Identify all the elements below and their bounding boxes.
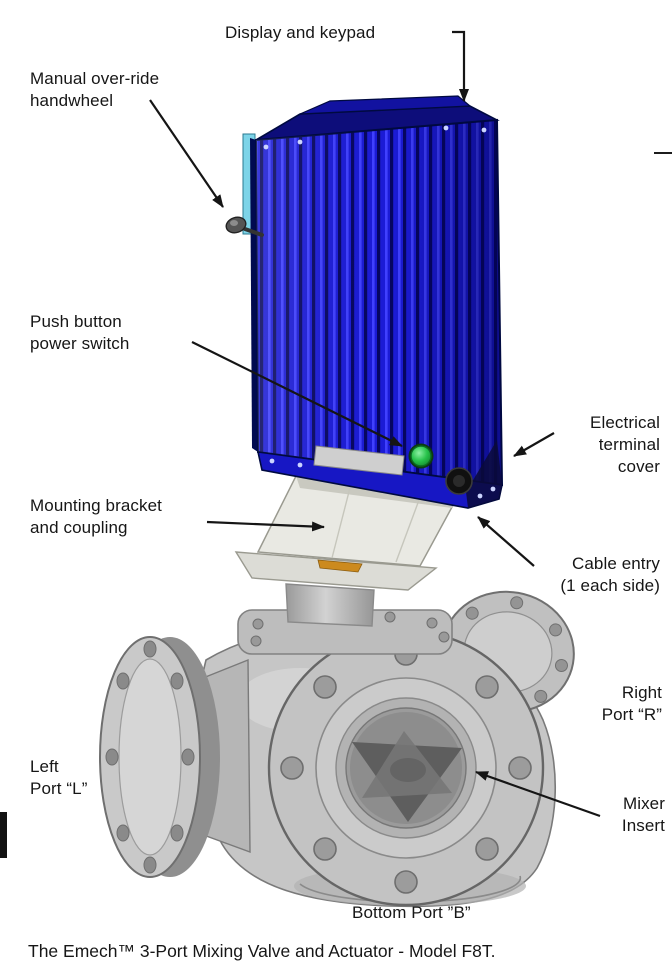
figure-caption: The Emech™ 3-Port Mixing Valve and Actua… <box>28 941 496 961</box>
label-mounting-bracket: Mounting bracket and coupling <box>30 496 163 538</box>
arrow-handwheel <box>149 99 224 208</box>
arrow-display-keypad <box>452 30 469 102</box>
cable-entry-gland <box>445 467 473 495</box>
actuator-shading <box>256 120 502 485</box>
actuator-group <box>225 95 504 509</box>
label-mixer-insert: Mixer Insert <box>621 794 665 836</box>
actuator-top-cap <box>299 95 472 115</box>
arrow-mounting-bracket <box>206 520 325 532</box>
actuator-nameplate <box>313 445 405 476</box>
arrow-cable-entry <box>477 516 535 567</box>
left-port-flange <box>99 636 220 878</box>
label-display-keypad: Display and keypad <box>225 23 376 42</box>
coupling-column <box>285 583 375 627</box>
label-terminal-cover: Electrical terminal cover <box>590 413 660 477</box>
actuator-screws <box>263 125 496 499</box>
annotation-arrows <box>149 30 601 818</box>
scan-artifact-left <box>0 812 7 858</box>
label-left-port: Left Port “L” <box>30 757 88 799</box>
label-power-switch: Push button power switch <box>30 312 130 354</box>
label-handwheel: Manual over-ride handwheel <box>30 69 160 111</box>
valve-body-group <box>99 590 575 908</box>
label-bottom-port: Bottom Port ”B” <box>352 903 471 922</box>
handwheel-knob <box>225 216 264 237</box>
label-cable-entry: Cable entry (1 each side) <box>560 554 660 596</box>
label-right-port: Right Port “R” <box>601 683 662 725</box>
arrow-power-switch <box>191 341 403 447</box>
mixer-insert-shape <box>352 731 462 822</box>
coupling-insert <box>317 559 363 573</box>
front-flange <box>267 629 545 907</box>
scan-artifact-right <box>654 152 672 163</box>
arrow-mixer-insert <box>475 770 601 818</box>
arrow-terminal-cover <box>513 432 555 457</box>
power-button <box>408 443 434 469</box>
